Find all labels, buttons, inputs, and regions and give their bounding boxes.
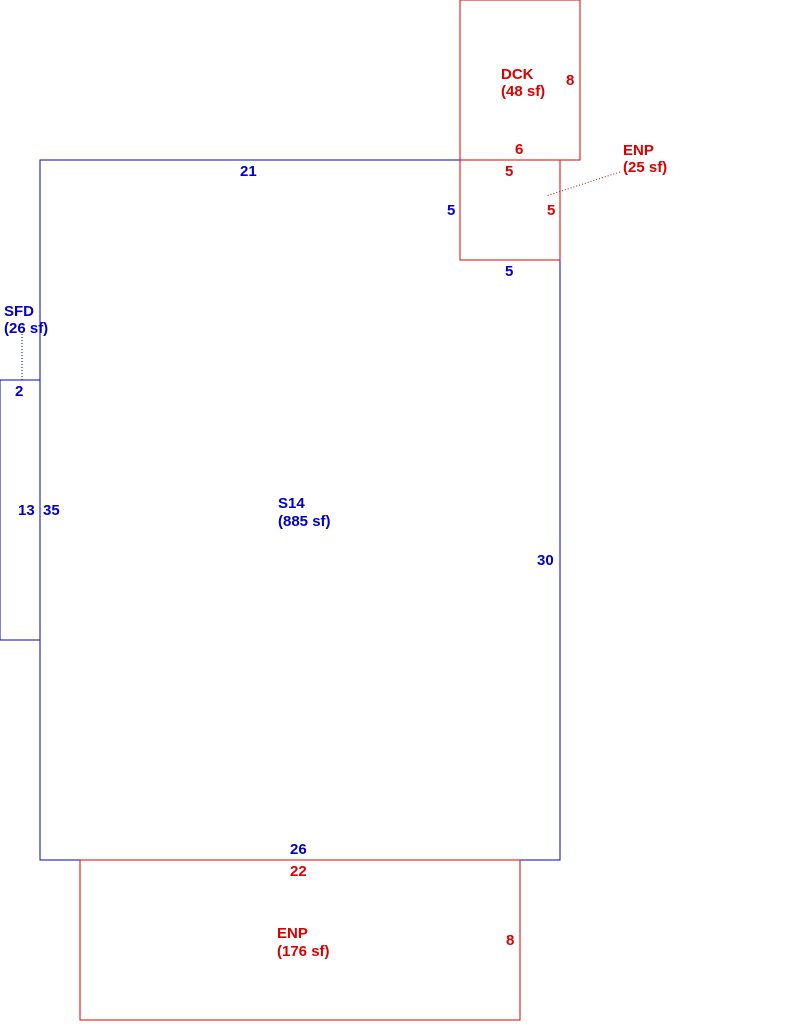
small-porch-size: (25 sf)	[623, 159, 667, 176]
deck-code: DCK	[501, 66, 534, 83]
small-porch-top-dimension: 5	[505, 163, 513, 180]
main-notch-bottom-dimension: 5	[505, 263, 513, 280]
main-area-code: S14	[278, 495, 305, 512]
fireplace-top-dimension: 2	[15, 383, 23, 400]
fireplace-code: SFD	[4, 303, 34, 320]
main-top-dimension: 21	[240, 163, 257, 180]
small-porch-leader-line	[545, 171, 621, 197]
front-porch-size: (176 sf)	[277, 943, 330, 960]
deck-size: (48 sf)	[501, 83, 545, 100]
deck-bottom-dimension: 6	[515, 141, 523, 158]
deck-right-dimension: 8	[566, 72, 574, 89]
fireplace-side-dimension: 13	[18, 502, 35, 519]
small-porch-outline	[459, 159, 561, 261]
fireplace-outline	[0, 379, 41, 641]
front-porch-top-dimension: 22	[290, 863, 307, 880]
main-area-size: (885 sf)	[278, 513, 331, 530]
main-notch-left-dimension: 5	[447, 202, 455, 219]
main-bottom-dimension: 26	[290, 841, 307, 858]
front-porch-outline	[79, 859, 521, 1021]
fireplace-size: (26 sf)	[4, 320, 48, 337]
small-porch-right-dimension: 5	[547, 202, 555, 219]
main-left-dimension: 35	[43, 502, 60, 519]
main-right-dimension: 30	[537, 552, 554, 569]
front-porch-code: ENP	[277, 925, 308, 942]
front-porch-right-dimension: 8	[506, 932, 514, 949]
small-porch-code: ENP	[623, 142, 654, 159]
